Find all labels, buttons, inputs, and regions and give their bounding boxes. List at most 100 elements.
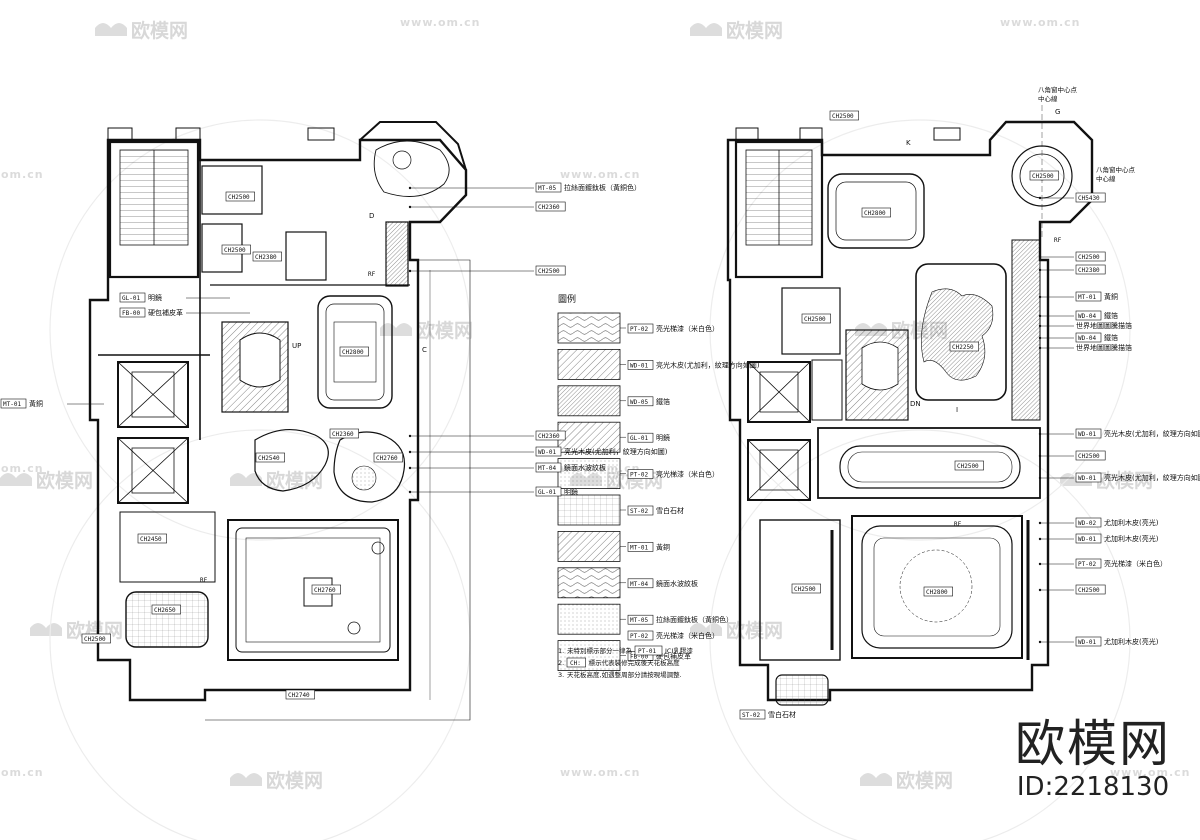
right-map-room <box>915 263 1007 401</box>
leader-dot <box>408 466 412 470</box>
right-master-bedroom <box>851 515 1023 659</box>
legend-item-code: PT-02 <box>630 326 648 333</box>
left-octagon-bay <box>359 121 467 171</box>
leader-dot <box>1038 196 1042 200</box>
watermark-logo: 欧模网 <box>230 769 323 792</box>
right-callout-right-text: 尤加利木皮(亮光) <box>1104 534 1159 543</box>
legend-item-text: 亮光木皮(尤加利，紋理方向如圖) <box>656 360 760 369</box>
leader-dot <box>408 450 412 454</box>
right-callout-right-code: WD-01 <box>1078 536 1096 543</box>
left-callout-right-code: MT-05 <box>538 185 556 192</box>
right-callout-right-text: 鐵箔 <box>1104 311 1118 320</box>
legend-item: GL-01 明鏡 <box>627 432 670 443</box>
right-callout-right-code: WD-01 <box>1078 431 1096 438</box>
left-organic-ceiling <box>254 428 329 492</box>
leader-dot <box>1038 324 1042 328</box>
note-number: 3. <box>558 671 564 679</box>
left-callout-right-text: 鏡面水波紋板 <box>564 463 606 472</box>
legend-item-code: GL-01 <box>630 435 648 442</box>
right-upper-ceiling <box>827 173 925 249</box>
ceiling-tag-text: CH2250 <box>952 344 974 351</box>
left-callout-right: CH2360 <box>535 430 566 441</box>
right-callout-right: WD-01 尤加利木皮(亮光) <box>1075 533 1159 544</box>
legend-item-code: MT-01 <box>630 544 648 551</box>
right-outer-wall <box>726 120 1094 702</box>
left-callout-left-code: FB-00 <box>122 310 140 317</box>
note-text: 天花板高度,如遇整周部分請按現場調整. <box>567 670 682 679</box>
left-elevator-1 <box>117 361 189 428</box>
right-callout-right-text: 亮光木皮(尤加利，紋理方向如圖) <box>1104 473 1200 482</box>
mark-g: G <box>1055 108 1060 116</box>
ceiling-tag-text: CH2500 <box>228 194 250 201</box>
leader-dot <box>1038 454 1042 458</box>
legend-swatch <box>557 348 621 380</box>
note-suffix: ICI乳膠漆 <box>665 646 693 655</box>
ceiling-height-tag: CH2500 <box>1029 170 1059 181</box>
ceiling-height-tag: CH2500 <box>954 460 984 471</box>
right-callout-left-text: 雪白石材 <box>768 710 796 719</box>
mark-i: I <box>956 406 958 414</box>
legend-swatch <box>557 312 621 344</box>
right-callout-right-code: PT-02 <box>1078 561 1096 568</box>
leader-dot <box>1038 562 1042 566</box>
legend-item-text: 明鏡 <box>656 433 670 442</box>
watermark-logo: 欧模网 <box>0 469 93 492</box>
watermark-logo: 欧模网 <box>860 769 953 792</box>
leader-dot <box>1038 476 1042 480</box>
right-callout-right: CH5430 <box>1075 192 1106 203</box>
ceiling-tag-text: CH2380 <box>255 254 277 261</box>
leader-dot <box>408 269 412 273</box>
leader-dot <box>1038 295 1042 299</box>
ceiling-height-tag: CH2650 <box>151 604 181 615</box>
right-callout-right-code: CH2380 <box>1078 267 1100 274</box>
right-callout-right-code: WD-04 <box>1078 313 1096 320</box>
right-callout-right-code: WD-01 <box>1078 639 1096 646</box>
watermark-logo: 欧模网 <box>95 19 188 42</box>
note-text: 未特別標示部分一律為 <box>567 646 633 655</box>
right-callout-right-code: WD-01 <box>1078 475 1096 482</box>
right-callout-left-code: ST-02 <box>742 712 760 719</box>
top-note: 中心線 <box>1038 94 1058 103</box>
right-callout-right-code: CH2500 <box>1078 587 1100 594</box>
leader-dot <box>408 186 412 190</box>
ceiling-height-tag: CH2800 <box>923 586 953 597</box>
right-callout-right-text: 亮光梯漆（米白色） <box>1104 559 1167 568</box>
ceiling-tag-text: CH2800 <box>342 349 364 356</box>
leader-dot <box>1038 255 1042 259</box>
mark-c: C <box>422 346 427 354</box>
legend-item-code: MT-04 <box>630 581 648 588</box>
watermark-logo: 欧模网 <box>690 19 783 42</box>
ceiling-tag-text: CH2760 <box>376 455 398 462</box>
left-callout-right: CH2360 <box>535 201 566 212</box>
legend-item-code: PT-02 <box>630 472 648 479</box>
legend-item-code: WD-01 <box>630 362 648 369</box>
watermark-text: 欧模网 <box>416 319 473 342</box>
leader-dot <box>1038 588 1042 592</box>
legend-bottom-label-code: PT-02 <box>630 633 648 640</box>
legend-note: 3.天花板高度,如遇整周部分請按現場調整. <box>558 670 682 679</box>
right-callout-right-text: 世界地圖圖騰描箔 <box>1076 343 1132 352</box>
watermark-url: www.om.cn <box>1110 766 1191 779</box>
legend-item-code: WD-05 <box>630 399 648 406</box>
ceiling-height-tag: CH2500 <box>81 633 111 644</box>
left-bath <box>125 591 209 648</box>
mark-dn: DN <box>910 400 921 408</box>
ceiling-height-tag: CH2500 <box>829 110 859 121</box>
ceiling-tag-text: CH2800 <box>926 589 948 596</box>
legend-item-text: 硬包補皮革 <box>656 652 691 661</box>
note-number: 2. <box>558 659 564 667</box>
leader-dot <box>408 490 412 494</box>
watermark-ring <box>709 119 1131 541</box>
right-callout-right-code: CH2500 <box>1078 453 1100 460</box>
